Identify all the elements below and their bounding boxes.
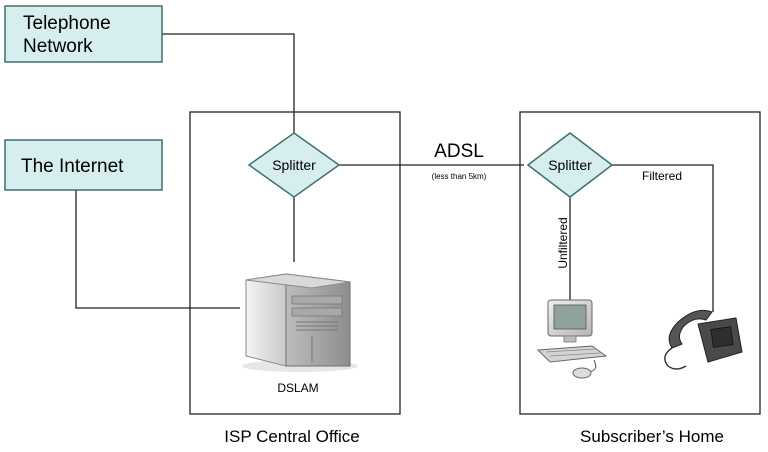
isp-central-office-frame bbox=[189, 111, 401, 415]
internet-label: The Internet bbox=[21, 156, 124, 177]
home-splitter-label: Splitter bbox=[548, 157, 592, 173]
isp-splitter: Splitter bbox=[247, 132, 341, 198]
adsl-label: ADSL bbox=[434, 141, 484, 162]
filtered-label: Filtered bbox=[642, 169, 682, 183]
telephone-network-label-line2: Network bbox=[23, 36, 93, 57]
telephone-network-box: Telephone Network bbox=[4, 5, 163, 63]
wires bbox=[75, 33, 714, 312]
dslam-label: DSLAM bbox=[277, 381, 318, 395]
telephone-network-label-line1: Telephone bbox=[23, 13, 111, 34]
home-splitter: Splitter bbox=[526, 132, 614, 198]
wire-internet-to-dslam bbox=[75, 190, 240, 309]
computer-icon bbox=[536, 299, 608, 379]
isp-splitter-label: Splitter bbox=[272, 157, 316, 173]
isp-caption: ISP Central Office bbox=[224, 427, 359, 446]
adsl-distance-note: (less than 5km) bbox=[432, 172, 487, 181]
telephone-icon bbox=[664, 309, 743, 370]
server-icon bbox=[242, 273, 358, 372]
internet-box: The Internet bbox=[4, 139, 163, 191]
home-caption: Subscriber’s Home bbox=[580, 427, 724, 446]
wire-telephone-to-isp-splitter bbox=[162, 33, 295, 133]
subscriber-home-frame bbox=[519, 111, 761, 415]
wire-home-splitter-to-phone bbox=[612, 164, 714, 312]
unfiltered-label: Unfiltered bbox=[556, 217, 570, 268]
